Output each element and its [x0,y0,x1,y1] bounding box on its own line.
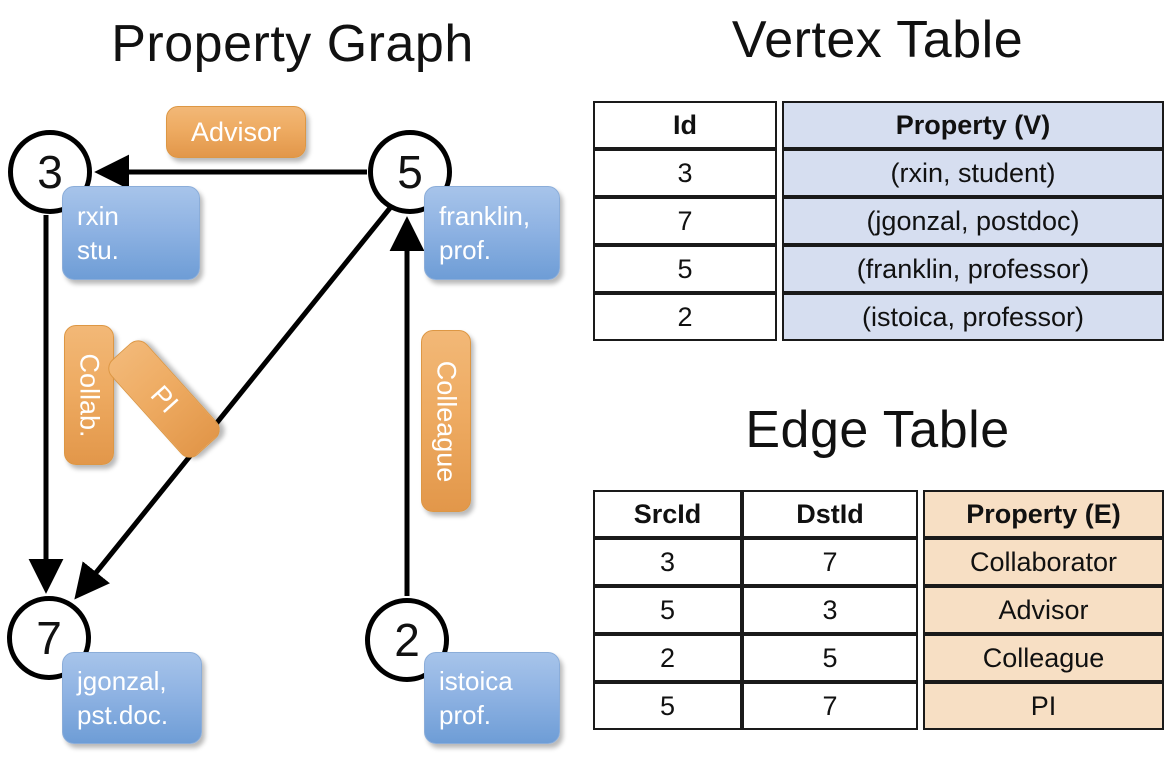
page-title-property-graph: Property Graph [111,15,474,73]
edge-cell-property: PI [923,682,1164,730]
table-row: 3 7 Collaborator [593,538,1164,586]
edge-cell-property: Collaborator [923,538,1164,586]
edge-table-column-gap [918,682,923,730]
edge-cell-dstid: 5 [742,634,918,682]
node-property-box-jgonzal: jgonzal, pst.doc. [62,652,202,744]
vertex-table-column-gap [777,293,782,341]
node-property-rxin-line2: stu. [77,235,119,265]
node-property-rxin-line1: rxin [77,201,119,231]
node-property-box-franklin: franklin, prof. [424,186,560,280]
vertex-table-header-property: Property (V) [782,101,1164,149]
edge-table: SrcId DstId Property (E) 3 7 Collaborato… [593,490,1164,730]
node-property-franklin-line2: prof. [439,235,492,265]
vertex-table-header-row: Id Property (V) [593,101,1164,149]
table-row: 2 5 Colleague [593,634,1164,682]
edge-cell-property: Colleague [923,634,1164,682]
edge-label-colleague-text: Colleague [431,360,462,482]
vertex-cell-property: (istoica, professor) [782,293,1164,341]
node-property-istoica-line2: prof. [439,700,492,730]
table-row: 7 (jgonzal, postdoc) [593,197,1164,245]
table-row: 3 (rxin, student) [593,149,1164,197]
vertex-cell-id: 7 [593,197,777,245]
edge-cell-property: Advisor [923,586,1164,634]
node-property-istoica-line1: istoica [439,666,513,696]
edge-cell-dstid: 7 [742,682,918,730]
page-title-vertex-table: Vertex Table [731,11,1024,69]
edge-label-pi-text: PI [144,379,185,419]
graph-node-5[interactable]: 5 [368,130,452,214]
edge-label-box-colleague: Colleague [421,330,471,512]
node-property-box-rxin: rxin stu. [62,186,200,280]
vertex-cell-id: 2 [593,293,777,341]
edge-label-collab-text: Collab. [74,352,105,438]
property-graph-diagram: 3 5 7 2 rxin stu. franklin, prof. jgonza… [7,106,560,744]
table-row: 5 3 Advisor [593,586,1164,634]
vertex-cell-property: (rxin, student) [782,149,1164,197]
edge-label-advisor-text: Advisor [190,116,282,147]
edge-table-column-gap [918,538,923,586]
graph-node-2[interactable]: 2 [365,598,449,682]
edge-cell-srcid: 5 [593,682,742,730]
node-property-box-istoica: istoica prof. [424,652,560,744]
vertex-table-header-id: Id [593,101,777,149]
vertex-cell-property: (franklin, professor) [782,245,1164,293]
vertex-table-column-gap [777,149,782,197]
vertex-cell-id: 3 [593,149,777,197]
edge-cell-dstid: 7 [742,538,918,586]
edge-table-header-srcid: SrcId [593,490,742,538]
edge-table-column-gap [918,634,923,682]
vertex-table: Id Property (V) 3 (rxin, student) 7 (jgo… [593,101,1164,341]
edge-label-box-advisor: Advisor [166,106,306,158]
vertex-cell-property: (jgonzal, postdoc) [782,197,1164,245]
node-property-jgonzal-line2: pst.doc. [77,700,169,730]
vertex-table-column-gap [777,245,782,293]
edge-cell-srcid: 2 [593,634,742,682]
node-property-franklin-line1: franklin, [439,201,531,231]
edge-5-to-7 [74,206,392,600]
vertex-table-column-gap [777,101,782,149]
edge-table-header-property: Property (E) [923,490,1164,538]
table-row: 5 (franklin, professor) [593,245,1164,293]
table-row: 5 7 PI [593,682,1164,730]
vertex-table-column-gap [777,197,782,245]
node-property-jgonzal-line1: jgonzal, [77,666,167,696]
edge-cell-dstid: 3 [742,586,918,634]
edge-table-header-row: SrcId DstId Property (E) [593,490,1164,538]
vertex-cell-id: 5 [593,245,777,293]
edge-cell-srcid: 5 [593,586,742,634]
edge-table-column-gap [918,586,923,634]
edge-label-box-collab: Collab. [64,325,114,465]
edge-cell-srcid: 3 [593,538,742,586]
edge-table-column-gap [918,490,923,538]
page-title-edge-table: Edge Table [745,401,1010,459]
table-row: 2 (istoica, professor) [593,293,1164,341]
graph-edges-svg [28,154,425,600]
edge-table-header-dstid: DstId [742,490,918,538]
